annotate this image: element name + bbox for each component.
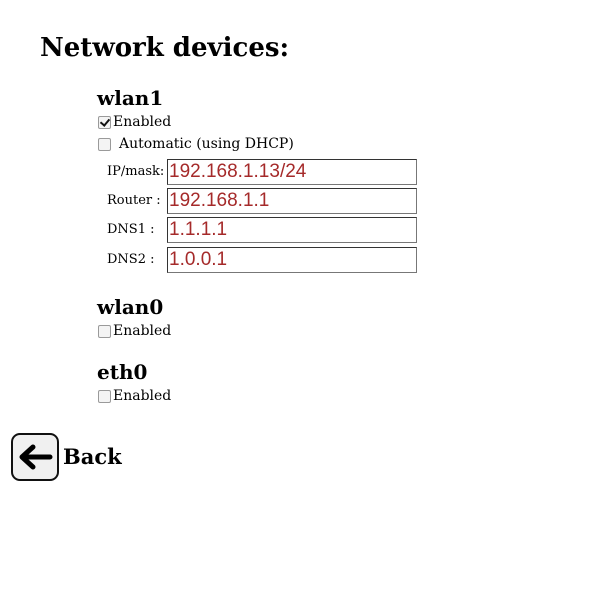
arrow-left-icon: [19, 444, 53, 470]
dhcp-row: Automatic (using DHCP): [97, 134, 294, 154]
back-button[interactable]: [11, 433, 59, 481]
ip-mask-label: IP/mask:: [107, 164, 165, 179]
dns1-label: DNS1 :: [107, 222, 155, 237]
dns2-row: DNS2 :: [107, 246, 417, 273]
dns1-input[interactable]: [167, 216, 417, 243]
enabled-label[interactable]: Enabled: [113, 323, 172, 339]
enabled-row: Enabled: [97, 386, 171, 406]
dns1-row: DNS1 :: [107, 216, 417, 243]
router-input[interactable]: [167, 187, 417, 214]
enabled-label[interactable]: Enabled: [113, 114, 172, 130]
back-label[interactable]: Back: [63, 444, 122, 469]
ip-mask-row: IP/mask:: [107, 158, 417, 185]
enabled-label[interactable]: Enabled: [113, 388, 172, 404]
device-eth0: eth0 Enabled: [97, 360, 171, 406]
dhcp-checkbox[interactable]: [98, 137, 111, 151]
ip-mask-input[interactable]: [167, 158, 417, 185]
device-wlan1: wlan1 Enabled Automatic (using DHCP): [97, 86, 294, 154]
device-name: wlan0: [97, 295, 164, 319]
device-name: eth0: [97, 360, 148, 384]
enabled-checkbox[interactable]: [98, 389, 111, 403]
router-row: Router :: [107, 187, 417, 214]
device-wlan0: wlan0 Enabled: [97, 295, 171, 341]
router-label: Router :: [107, 193, 161, 208]
enabled-checkbox[interactable]: [98, 324, 111, 338]
dns2-label: DNS2 :: [107, 252, 155, 267]
enabled-row: Enabled: [97, 321, 171, 341]
device-name: wlan1: [97, 86, 164, 110]
dns2-input[interactable]: [167, 246, 417, 273]
dhcp-label[interactable]: Automatic (using DHCP): [119, 136, 294, 152]
enabled-row: Enabled: [97, 112, 294, 132]
page-title: Network devices:: [40, 33, 290, 63]
enabled-checkbox[interactable]: [98, 115, 111, 129]
